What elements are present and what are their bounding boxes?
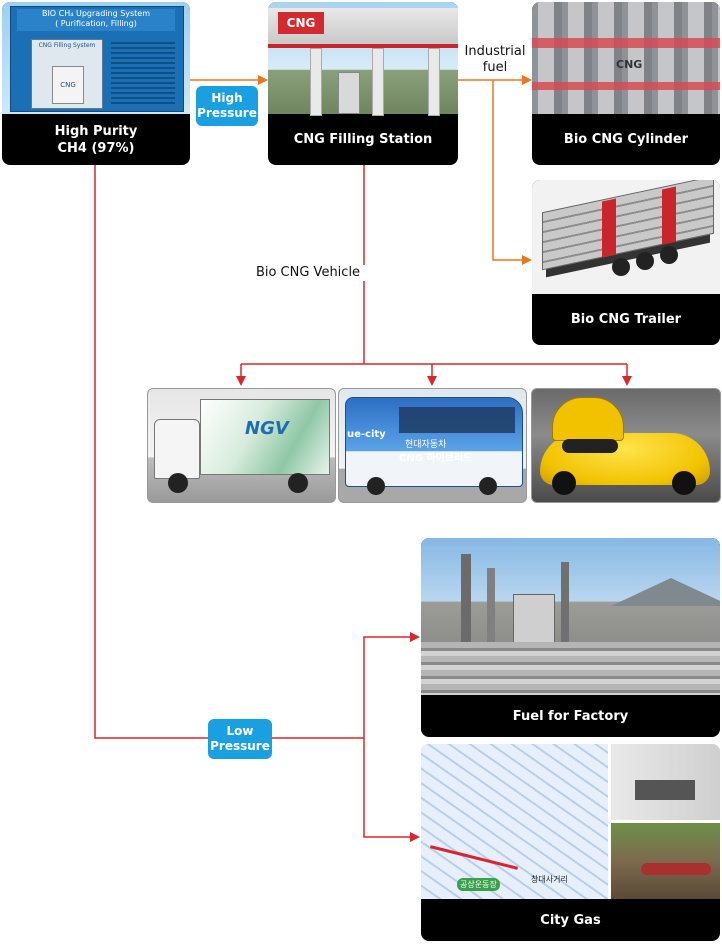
factory-tower-1	[461, 554, 471, 644]
arrow-station-to-trailer	[492, 80, 532, 265]
line-low-pressure	[94, 165, 364, 739]
station-pillar-right	[428, 48, 440, 116]
station-image: CNG	[268, 2, 458, 116]
arrow-to-citygas	[363, 738, 420, 842]
cng-drum: CNG	[52, 66, 84, 104]
bus-side-text: ue-city	[347, 429, 386, 440]
node-bio-cng-cylinder: CNG Bio CNG Cylinder	[532, 2, 720, 165]
trailer-wheel-2	[636, 252, 654, 270]
industrial-fuel-label: Industrial fuel	[460, 44, 530, 76]
trailer-red-band-2	[662, 186, 676, 246]
bio-cng-vehicle-label: Bio CNG Vehicle	[246, 265, 370, 281]
excavated-pipe	[641, 863, 711, 875]
cylinder-tank-label: CNG	[616, 58, 643, 71]
car-cng-tank	[562, 439, 618, 453]
node-upgrading-system: BIO CH₄ Upgrading System ( Purification,…	[2, 2, 190, 165]
cylinder-red-band-top	[532, 38, 720, 48]
upgrading-caption: High Purity CH4 (97%)	[2, 114, 190, 165]
station-sign: CNG	[278, 12, 324, 34]
low-pressure-line1: Low	[226, 724, 254, 738]
upgrading-container: BIO CH₄ Upgrading System ( Purification,…	[10, 6, 184, 112]
truck-wheel-rear	[288, 473, 308, 493]
photo-cng-hybrid-bus: ue-city 현대자동차 CNG 하이브리드	[338, 388, 527, 503]
map-label-1: 공상운동장	[457, 878, 500, 891]
bus-text-line1: 현대자동차	[405, 440, 447, 450]
factory-tower-2	[487, 568, 495, 644]
station-sign-text: CNG	[286, 16, 316, 30]
louver-vents	[111, 39, 175, 107]
station-pillar-mid	[372, 48, 384, 116]
upgrading-caption-line2: CH4 (97%)	[57, 140, 135, 156]
low-pressure-line2: Pressure	[210, 739, 270, 753]
node-cng-filling-station: CNG CNG Filling Station	[268, 2, 458, 165]
truck-box: NGV	[200, 399, 330, 475]
upgrading-sign: BIO CH₄ Upgrading System ( Purification,…	[17, 9, 175, 31]
upgrading-caption-line1: High Purity	[54, 123, 138, 139]
truck-cab	[154, 419, 200, 479]
cng-drum-label: CNG	[60, 81, 76, 89]
factory-pipes	[421, 642, 720, 695]
bus-wheel-front	[367, 477, 385, 495]
city-map: 공상운동장 창대사거리	[421, 744, 608, 899]
low-pressure-tag: Low Pressure	[208, 719, 272, 759]
station-dispenser	[338, 72, 360, 114]
photo-cng-car	[531, 388, 721, 503]
high-pressure-line2: Pressure	[197, 106, 257, 120]
factory-mountain	[611, 578, 720, 606]
cylinder-caption: Bio CNG Cylinder	[563, 132, 689, 147]
map-route	[429, 845, 519, 870]
upgrading-sign-line1: BIO CH₄ Upgrading System	[41, 9, 151, 18]
trailer-wheel-1	[612, 258, 630, 276]
trailer-image	[532, 180, 720, 294]
node-fuel-for-factory: Fuel for Factory	[421, 538, 720, 737]
high-pressure-tag: High Pressure	[196, 86, 258, 126]
gas-meter	[635, 780, 695, 800]
map-label-2: 창대사거리	[531, 875, 568, 884]
station-pillar-left	[310, 48, 322, 116]
gas-meters-photo	[611, 744, 720, 820]
trailer-wheel-3	[660, 246, 678, 264]
car-open-hood	[552, 397, 624, 441]
factory-tower-3	[561, 562, 569, 644]
truck-ngv-text: NGV	[245, 418, 289, 439]
industrial-line2: fuel	[482, 60, 508, 75]
high-pressure-line1: High	[211, 91, 243, 105]
factory-image	[421, 538, 720, 695]
bus-windows	[399, 407, 515, 433]
factory-tank	[513, 594, 555, 646]
upgrading-sign-line2: ( Purification, Filling)	[55, 19, 137, 28]
industrial-line1: Industrial	[464, 44, 526, 59]
node-bio-cng-trailer: Bio CNG Trailer	[532, 180, 720, 345]
arrow-to-factory	[363, 632, 420, 738]
citygas-caption: City Gas	[540, 912, 601, 928]
cylinder-red-band-bottom	[532, 82, 720, 90]
trailer-red-band	[602, 198, 616, 258]
filling-panel: CNG Filling System CNG	[31, 39, 103, 109]
upgrading-system-image: BIO CH₄ Upgrading System ( Purification,…	[2, 2, 190, 114]
car-wheel-rear	[672, 471, 696, 495]
citygas-image: 공상운동장 창대사거리	[421, 744, 720, 899]
station-caption: CNG Filling Station	[293, 132, 433, 147]
filling-panel-label: CNG Filling System	[38, 42, 96, 49]
bus-text-line2: CNG 하이브리드	[399, 453, 473, 464]
pipe-excavation-photo	[611, 823, 720, 899]
factory-caption: Fuel for Factory	[512, 708, 629, 724]
node-city-gas: 공상운동장 창대사거리 City Gas	[421, 744, 720, 941]
car-wheel-front	[552, 471, 576, 495]
bus-wheel-rear	[479, 477, 497, 495]
cylinder-image: CNG	[532, 2, 720, 114]
trailer-caption: Bio CNG Trailer	[570, 312, 682, 327]
truck-wheel-front	[168, 473, 188, 493]
photo-ngv-truck: NGV	[147, 388, 336, 503]
